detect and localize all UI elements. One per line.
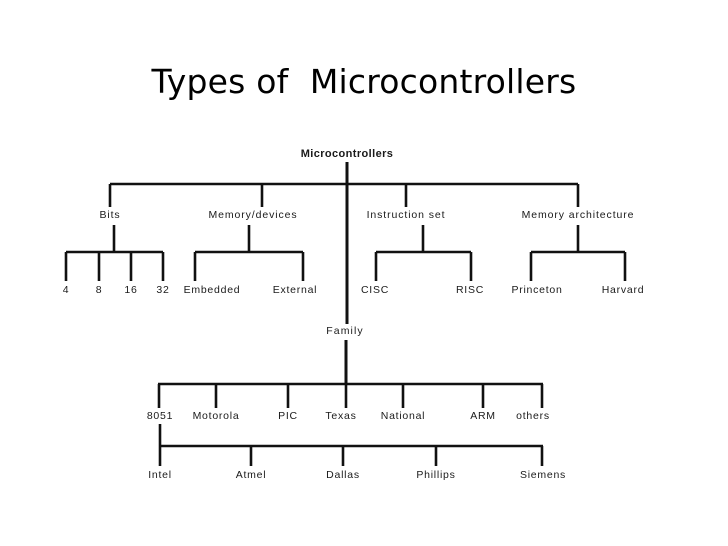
node-risc: RISC — [456, 284, 484, 296]
node-arm: ARM — [470, 410, 496, 422]
node-phillips: Phillips — [416, 469, 455, 481]
node-intel: Intel — [148, 469, 172, 481]
node-atmel: Atmel — [236, 469, 267, 481]
node-microcontrollers: Microcontrollers — [301, 148, 394, 160]
page-title: Types of Microcontrollers — [151, 62, 577, 101]
node-bits-4: 4 — [63, 284, 70, 296]
memory-devices-branch-group — [193, 225, 305, 281]
node-motorola: Motorola — [193, 410, 240, 422]
node-8051: 8051 — [147, 410, 173, 422]
node-family: Family — [326, 325, 364, 337]
memory-architecture-branch-group — [529, 225, 627, 281]
bits-branch-group — [64, 225, 165, 281]
node-cisc: CISC — [361, 284, 389, 296]
node-external: External — [273, 284, 318, 296]
node-pic: PIC — [278, 410, 298, 422]
node-embedded: Embedded — [184, 284, 241, 296]
level2-connector-group — [108, 182, 580, 207]
node-memory-devices: Memory/devices — [208, 209, 297, 221]
node-bits-16: 16 — [124, 284, 137, 296]
family-connector-group — [157, 340, 544, 408]
instruction-set-branch-group — [374, 225, 473, 281]
vendor-connector-group — [158, 424, 544, 466]
node-memory-architecture: Memory architecture — [522, 209, 635, 221]
node-bits: Bits — [99, 209, 120, 221]
node-others: others — [516, 410, 550, 422]
node-siemens: Siemens — [520, 469, 566, 481]
node-harvard: Harvard — [602, 284, 645, 296]
node-national: National — [381, 410, 426, 422]
node-princeton: Princeton — [511, 284, 562, 296]
node-dallas: Dallas — [326, 469, 360, 481]
node-bits-8: 8 — [96, 284, 103, 296]
node-bits-32: 32 — [156, 284, 169, 296]
node-instruction-set: Instruction set — [367, 209, 446, 221]
node-texas: Texas — [325, 410, 356, 422]
